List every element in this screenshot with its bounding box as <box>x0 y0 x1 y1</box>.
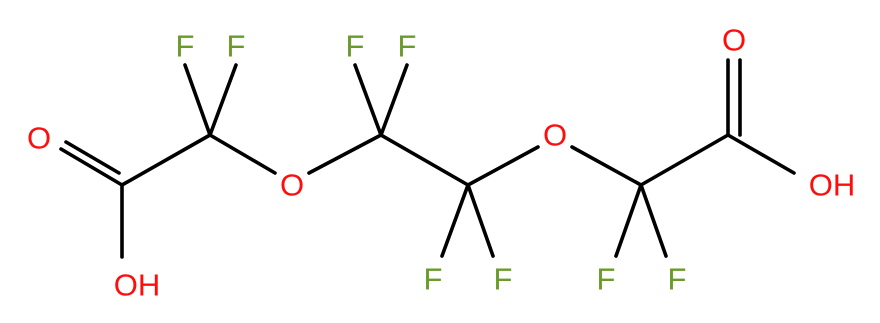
fluorine-atom: F <box>398 29 417 64</box>
carbonyl-oxygen-atom: O <box>27 121 51 156</box>
hydroxyl-group: OH <box>114 268 161 303</box>
bond <box>440 183 470 258</box>
fluorine-atom: F <box>176 29 195 64</box>
bond <box>614 183 643 258</box>
fluorine-atom: F <box>424 262 443 297</box>
fluorine-atom: F <box>227 29 246 64</box>
bond <box>570 145 643 187</box>
bond <box>353 63 383 137</box>
fluorine-atom: F <box>346 29 365 64</box>
bond <box>307 133 383 175</box>
bond <box>726 133 796 175</box>
ether-oxygen-atom: O <box>280 168 304 203</box>
bond <box>183 63 212 137</box>
fluorine-atom: F <box>494 262 513 297</box>
fluorine-atom: F <box>668 262 687 297</box>
bond-layer <box>59 58 796 259</box>
bond <box>639 183 668 258</box>
bond <box>120 133 212 187</box>
fluorine-atom: F <box>597 262 616 297</box>
bond <box>208 133 277 175</box>
bond <box>639 133 730 187</box>
hydroxyl-group: OH <box>809 168 856 203</box>
bond <box>379 63 409 137</box>
carbonyl-oxygen-atom: O <box>722 23 746 58</box>
bond <box>64 140 121 175</box>
ether-oxygen-atom: O <box>543 118 567 153</box>
bond <box>59 147 124 187</box>
atom-layer: F F F F O O O O OH OH F F F F <box>27 23 855 303</box>
bond <box>466 183 495 258</box>
bond <box>208 63 238 137</box>
bond <box>379 133 470 187</box>
bond <box>466 145 540 187</box>
